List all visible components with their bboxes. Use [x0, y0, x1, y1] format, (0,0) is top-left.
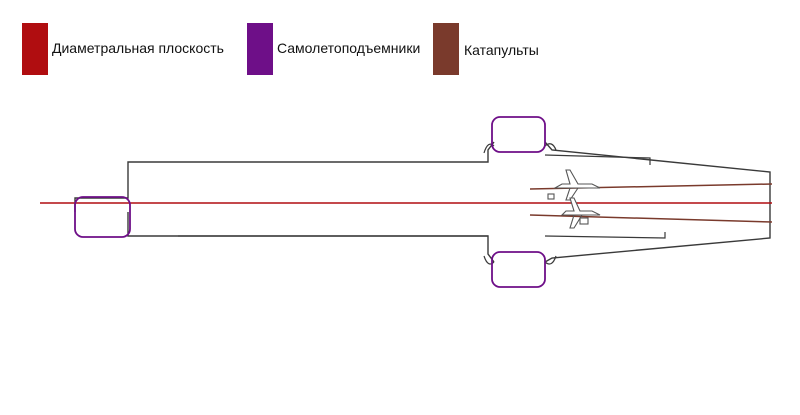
sponson-bottom [483, 255, 557, 265]
legend-swatch-catapults [433, 23, 459, 75]
legend-swatch-centerline [22, 23, 48, 75]
legend-swatch-elevators [247, 23, 273, 75]
catapult-track-2 [529, 214, 773, 223]
legend-label-catapults: Катапульты [464, 42, 539, 58]
elevator-bottom [491, 251, 546, 288]
deck-edge-inner [178, 154, 666, 239]
elevator-top [491, 116, 546, 153]
sponson-top [483, 143, 557, 154]
legend-label-centerline: Диаметральная плоскость [52, 40, 224, 56]
aircraft-2 [560, 197, 601, 229]
hull-outline [74, 141, 771, 263]
elevator-stern [74, 196, 131, 238]
legend-label-elevators: Самолетоподъемники [277, 40, 421, 56]
aircraft-1 [547, 169, 601, 201]
